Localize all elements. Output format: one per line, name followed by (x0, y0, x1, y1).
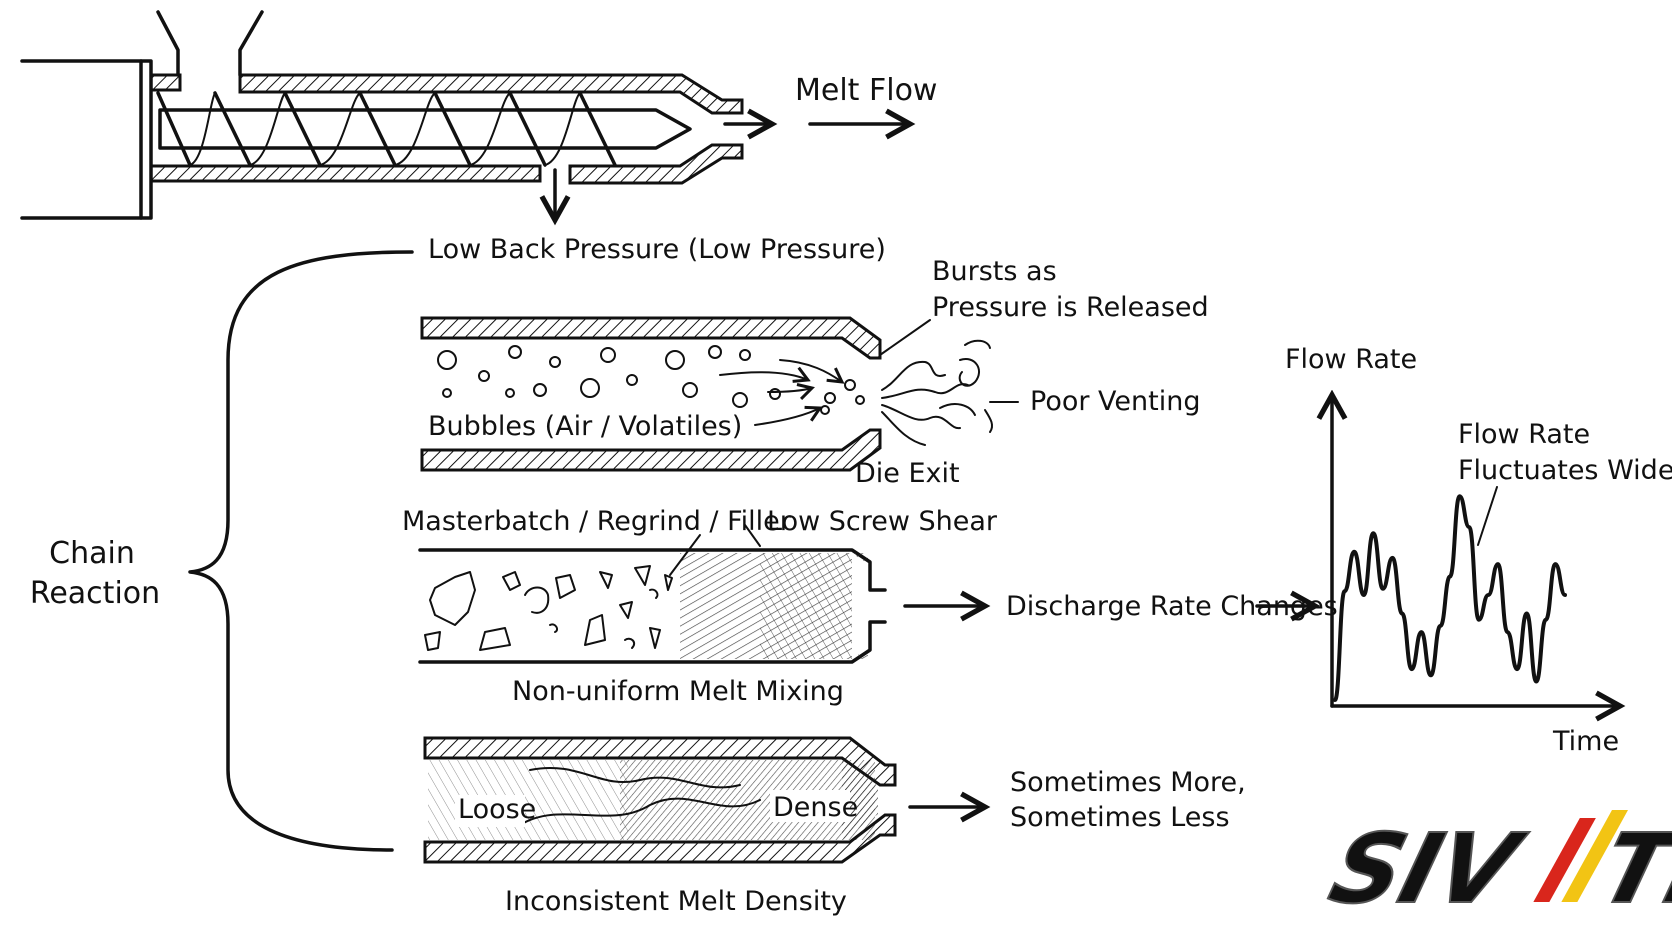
density-die (423, 736, 985, 864)
flow-rate-series-line (1333, 494, 1567, 702)
melt-flow-label: Melt Flow (795, 73, 937, 108)
logo-slash-yellow (1561, 810, 1628, 902)
low-screw-shear-label: Low Screw Shear (767, 506, 998, 537)
discharge-rate-changes-label: Discharge Rate Changes (1006, 591, 1338, 622)
logo-text: SIV (1319, 814, 1535, 926)
loose-label: Loose (458, 794, 536, 825)
chart-annotation-line2: Fluctuates Widely (1458, 455, 1672, 486)
logo-slash-red (1533, 818, 1596, 902)
sivite-logo: SIV TE (1318, 810, 1672, 927)
non-uniform-mixing-label: Non-uniform Melt Mixing (512, 676, 844, 707)
poor-venting-label: Poor Venting (1030, 386, 1200, 417)
sometimes-more-label: Sometimes More, (1010, 767, 1246, 798)
bursts-label-line2: Pressure is Released (932, 292, 1209, 323)
chain-reaction-label-line1: Chain (49, 536, 135, 571)
chain-reaction-brace (188, 250, 414, 852)
chart-x-label: Time (1552, 726, 1619, 757)
bursts-label-line1: Bursts as (932, 256, 1057, 287)
mixing-die (418, 524, 1315, 664)
dense-label: Dense (773, 792, 858, 823)
annotation-leader-line (1477, 486, 1498, 546)
chain-reaction-label-line2: Reaction (30, 576, 160, 611)
masterbatch-label: Masterbatch / Regrind / Filler (402, 506, 792, 537)
sometimes-less-label: Sometimes Less (1010, 802, 1230, 833)
bubbles-die (420, 316, 1019, 472)
chart-annotation-line1: Flow Rate (1458, 419, 1590, 450)
chart-y-label: Flow Rate (1285, 344, 1417, 375)
bubbles-label: Bubbles (Air / Volatiles) (428, 411, 742, 442)
inconsistent-density-label: Inconsistent Melt Density (505, 886, 847, 917)
die-exit-label: Die Exit (855, 458, 960, 489)
low-back-pressure-label: Low Back Pressure (Low Pressure) (428, 234, 886, 265)
extruder-barrel (20, 10, 910, 220)
flow-rate-chart (1332, 395, 1620, 706)
